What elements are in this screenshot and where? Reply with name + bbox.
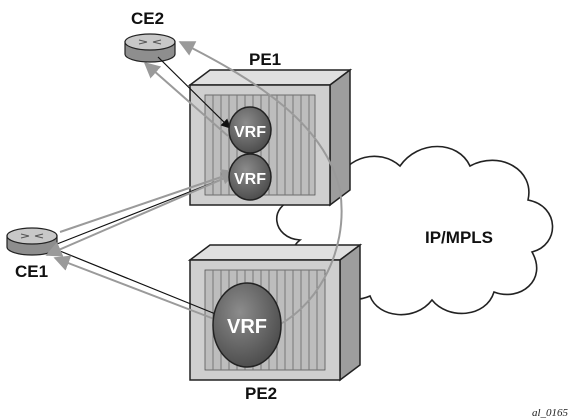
pe1-vrf-top: VRF [228, 106, 272, 154]
arrow-pe2-vrf-to-ce1 [53, 255, 223, 323]
arrow-pe2-vrf-to-ce2 [178, 41, 343, 329]
vrf-label: VRF [234, 124, 266, 141]
arrow-vrf-to-ce1 [45, 177, 226, 257]
arrow-ce1-to-pe1-vrf [59, 169, 238, 233]
vrf-label: VRF [227, 316, 267, 338]
ce2-label: CE2 [131, 9, 164, 28]
pe2-label: PE2 [245, 384, 277, 403]
ce1-to-pe2-vrf-link [54, 248, 219, 316]
gray-route-arrows [45, 41, 343, 329]
arrow-vrf-to-ce2 [143, 61, 229, 137]
cloud-label: IP/MPLS [425, 228, 493, 247]
ce2-router [124, 33, 176, 63]
ce1-router [6, 227, 58, 256]
figure-id: al_0165 [532, 407, 569, 419]
ce2-to-pe1-vrf-link [157, 56, 231, 129]
pe1-vrf-bottom: VRF [228, 153, 272, 201]
pe1-label: PE1 [249, 50, 281, 69]
pe2-vrf: VRF [212, 282, 282, 368]
vrf-label: VRF [234, 171, 266, 188]
ce1-label: CE1 [15, 262, 48, 281]
